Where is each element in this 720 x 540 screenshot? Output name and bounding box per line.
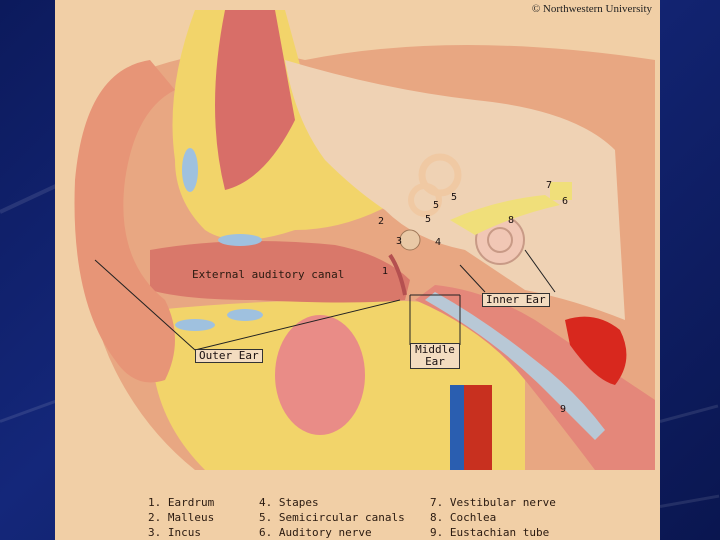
- marker-1: 1: [382, 267, 388, 277]
- marker-5a: 5: [433, 201, 439, 211]
- marker-5b: 5: [425, 215, 431, 225]
- label-external-canal: External auditory canal: [192, 269, 344, 281]
- label-middle-ear-line2: Ear: [414, 356, 456, 368]
- background-streak: [660, 405, 719, 423]
- legend-item: 8. Cochlea: [430, 510, 556, 525]
- legend-column-3: 7. Vestibular nerve 8. Cochlea 9. Eustac…: [430, 495, 556, 540]
- marker-2: 2: [378, 217, 384, 227]
- label-inner-ear: Inner Ear: [482, 293, 550, 307]
- background-streak: [660, 495, 720, 508]
- legend-item: 4. Stapes: [259, 495, 405, 510]
- legend-column-1: 1. Eardrum 2. Malleus 3. Incus: [148, 495, 214, 540]
- vein-lower: [450, 385, 464, 470]
- marker-5c: 5: [451, 193, 457, 203]
- legend-item: 9. Eustachian tube: [430, 525, 556, 540]
- legend-item: 3. Incus: [148, 525, 214, 540]
- vessel-blue-1: [182, 148, 198, 192]
- marker-7: 7: [546, 181, 552, 191]
- legend-item: 6. Auditory nerve: [259, 525, 405, 540]
- marker-9: 9: [560, 405, 566, 415]
- legend-column-2: 4. Stapes 5. Semicircular canals 6. Audi…: [259, 495, 405, 540]
- marker-3: 3: [396, 237, 402, 247]
- label-outer-ear: Outer Ear: [195, 349, 263, 363]
- vessel-blue-2: [218, 234, 262, 246]
- legend-item: 2. Malleus: [148, 510, 214, 525]
- copyright-notice: © Northwestern University: [532, 3, 652, 15]
- ear-diagram-panel: © Northwestern University External audit…: [55, 0, 660, 540]
- gland: [275, 315, 365, 435]
- marker-4: 4: [435, 238, 441, 248]
- legend-item: 7. Vestibular nerve: [430, 495, 556, 510]
- marker-8: 8: [508, 216, 514, 226]
- ear-anatomy-illustration: [55, 0, 660, 540]
- label-middle-ear: Middle Ear: [410, 343, 460, 369]
- marker-6: 6: [562, 197, 568, 207]
- ossicles: [400, 230, 420, 250]
- vessel-blue-3: [175, 319, 215, 331]
- vessel-blue-4: [227, 309, 263, 321]
- nerve-end: [550, 182, 572, 200]
- legend-item: 1. Eardrum: [148, 495, 214, 510]
- legend-item: 5. Semicircular canals: [259, 510, 405, 525]
